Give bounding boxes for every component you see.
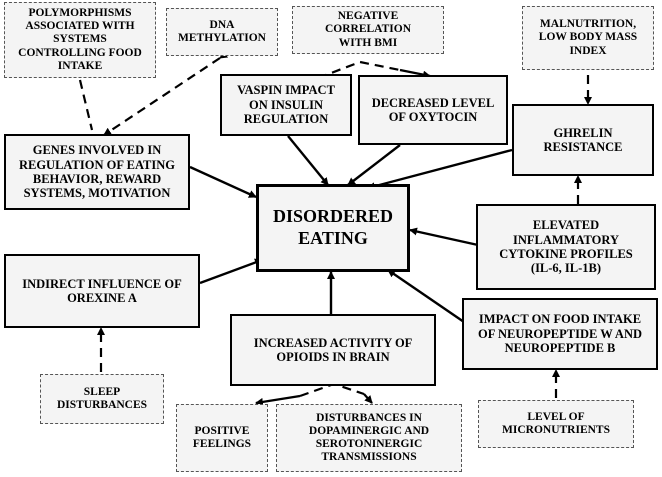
factor-polymorphisms: POLYMORPHISMS ASSOCIATED WITH SYSTEMS CO… [4,2,156,78]
cause-ghrelin: GHRELIN RESISTANCE [512,104,654,176]
factor-sleep-disturbances: SLEEP DISTURBANCES [40,374,164,424]
dashed-polymorphisms-genes [78,79,94,131]
factor-dna-methylation: DNA METHYLATION [166,8,278,56]
arrow-oxytocin-to-center [347,144,401,186]
cause-opioids: INCREASED ACTIVITY OF OPIOIDS IN BRAIN [230,314,436,386]
cause-cytokine: ELEVATED INFLAMMATORY CYTOKINE PROFILES … [476,204,656,290]
cause-genes: GENES INVOLVED IN REGULATION OF EATING B… [4,134,190,210]
arrow-neuropeptide-to-center [387,269,465,323]
center-disordered-eating: DISORDERED EATING [256,184,410,272]
factor-positive-feelings: POSITIVE FEELINGS [176,404,268,472]
cause-neuropeptide: IMPACT ON FOOD INTAKE OF NEUROPEPTIDE W … [462,298,658,370]
cause-orexine: INDIRECT INFLUENCE OF OREXINE A [4,254,200,328]
factor-negative-correlation-bmi: NEGATIVE CORRELATION WITH BMI [292,6,444,54]
arrow-ghrelin-to-center [367,148,513,191]
dashed-opioids-positive [255,394,301,406]
arrow-cytokine-to-center [409,227,479,247]
dashed-dna-genes [103,50,229,136]
cause-oxytocin: DECREASED LEVEL OF OXYTOCIN [358,75,508,145]
factor-malnutrition: MALNUTRITION, LOW BODY MASS INDEX [522,6,654,70]
factor-dopaminergic: DISTURBANCES IN DOPAMINERGIC AND SEROTON… [276,404,462,472]
dashed-opioids-dopamine [363,393,373,404]
factor-micronutrients: LEVEL OF MICRONUTRIENTS [478,400,634,448]
cause-vaspin: VASPIN IMPACT ON INSULIN REGULATION [220,74,352,136]
arrow-vaspin-to-center [287,135,329,186]
arrow-orexine-to-center [199,258,263,285]
arrow-genes-to-center [189,165,257,199]
